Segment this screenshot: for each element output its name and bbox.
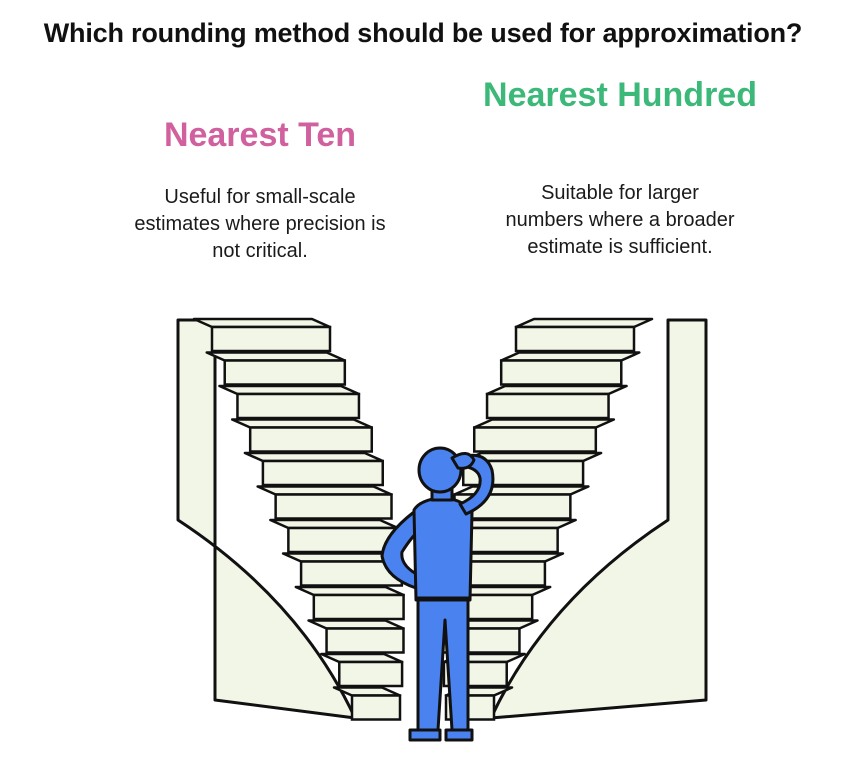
stair-step <box>514 325 636 353</box>
staircase-right <box>441 317 708 721</box>
stair-step <box>338 660 404 688</box>
option-nearest-hundred-description: Suitable for larger numbers where a broa… <box>505 182 735 258</box>
stair-step <box>325 627 405 654</box>
stair-step <box>485 392 610 420</box>
staircase-left <box>176 317 405 721</box>
stair-step <box>312 593 405 621</box>
stair-step <box>210 325 332 353</box>
option-nearest-ten-description: Useful for small-scale estimates where p… <box>134 186 386 262</box>
stair-step <box>350 694 402 721</box>
page-title: Which rounding method should be used for… <box>43 18 803 48</box>
thinking-person-icon <box>380 446 495 742</box>
stair-step <box>261 459 384 487</box>
option-nearest-hundred-title: Nearest Hundred <box>483 76 757 114</box>
stair-step <box>223 359 347 386</box>
stair-step <box>287 526 400 554</box>
option-nearest-ten-title: Nearest Ten <box>163 116 357 154</box>
stair-step <box>274 493 393 520</box>
stair-step <box>499 359 623 386</box>
stair-step <box>248 426 374 453</box>
stair-step <box>236 392 361 420</box>
stair-step <box>472 426 598 453</box>
